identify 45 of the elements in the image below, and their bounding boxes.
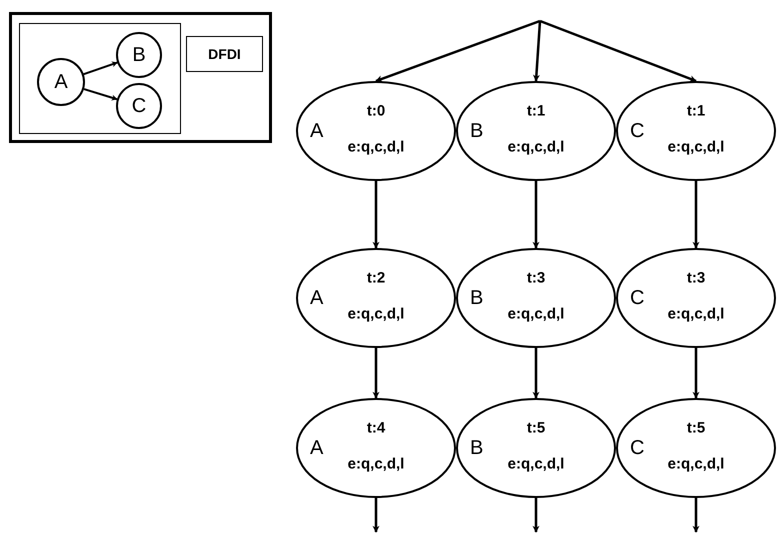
arrow (84, 88, 118, 101)
time-label: t:1 (526, 104, 546, 118)
event-label: e:q,c,d,l (668, 456, 724, 472)
state-letter: B (470, 121, 484, 141)
box-label: DFDI (208, 47, 241, 61)
arrow (372, 348, 380, 399)
event-label: e:q,c,d,l (508, 140, 564, 154)
state-letter: A (310, 288, 324, 308)
node-letter: C (132, 96, 146, 116)
arrow (372, 181, 380, 249)
time-label: t:3 (686, 270, 706, 286)
state-letter: C (630, 288, 644, 308)
node-letter: B (132, 45, 146, 65)
event-label: e:q,c,d,l (508, 306, 564, 322)
time-label: t:5 (686, 420, 706, 436)
time-label: t:3 (526, 270, 546, 286)
state-letter: B (470, 288, 484, 308)
arrow (532, 348, 540, 399)
arrow (83, 61, 118, 76)
arrow (532, 20, 542, 82)
time-label: t:1 (686, 104, 706, 118)
node-letter: A (54, 72, 68, 92)
state-letter: C (630, 121, 644, 141)
event-label: e:q,c,d,l (508, 456, 564, 472)
state-letter: B (470, 438, 484, 458)
arrow (532, 498, 540, 533)
state-letter: C (630, 438, 644, 458)
arrow (692, 348, 700, 399)
arrow (532, 181, 540, 249)
arrow (375, 20, 540, 82)
time-label: t:2 (366, 270, 386, 286)
arrow (540, 20, 697, 82)
time-label: t:4 (366, 420, 386, 436)
event-label: e:q,c,d,l (668, 140, 724, 154)
state-letter: A (310, 438, 324, 458)
event-label: e:q,c,d,l (668, 306, 724, 322)
state-letter: A (310, 121, 324, 141)
time-label: t:5 (526, 420, 546, 436)
event-label: e:q,c,d,l (348, 456, 404, 472)
event-label: e:q,c,d,l (348, 306, 404, 322)
arrow (692, 181, 700, 249)
event-label: e:q,c,d,l (348, 140, 404, 154)
time-label: t:0 (366, 104, 386, 118)
arrow (692, 498, 700, 533)
arrow (372, 498, 380, 533)
